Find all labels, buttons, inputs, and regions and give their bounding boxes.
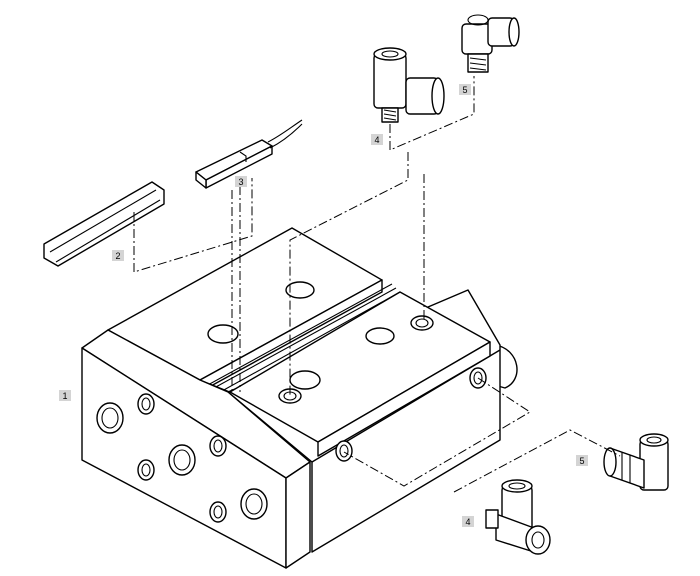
callout-2-label: 2 xyxy=(115,251,120,261)
assembly-lines xyxy=(133,76,621,493)
slide-body xyxy=(81,227,518,569)
callout-5-top: 5 xyxy=(459,84,471,95)
callout-4-bottom-label: 4 xyxy=(465,517,470,527)
callout-3: 3 xyxy=(235,176,247,187)
callout-4-top: 4 xyxy=(371,134,383,145)
flow-control-valve-bottom xyxy=(485,479,551,555)
callout-4-top-label: 4 xyxy=(374,135,379,145)
callout-1-label: 1 xyxy=(62,391,67,401)
proximity-sensor xyxy=(195,119,303,189)
callout-5-bottom-label: 5 xyxy=(579,456,584,466)
elbow-fitting-top xyxy=(461,14,520,73)
callout-1: 1 xyxy=(59,390,71,401)
callout-5-top-label: 5 xyxy=(462,85,467,95)
callout-5-bottom: 5 xyxy=(576,455,588,466)
flow-control-valve-top xyxy=(373,47,445,123)
slot-cover xyxy=(43,181,165,267)
callout-2: 2 xyxy=(112,250,124,261)
elbow-fitting-bottom xyxy=(603,433,669,491)
callout-4-bottom: 4 xyxy=(462,516,474,527)
callout-3-label: 3 xyxy=(238,177,243,187)
